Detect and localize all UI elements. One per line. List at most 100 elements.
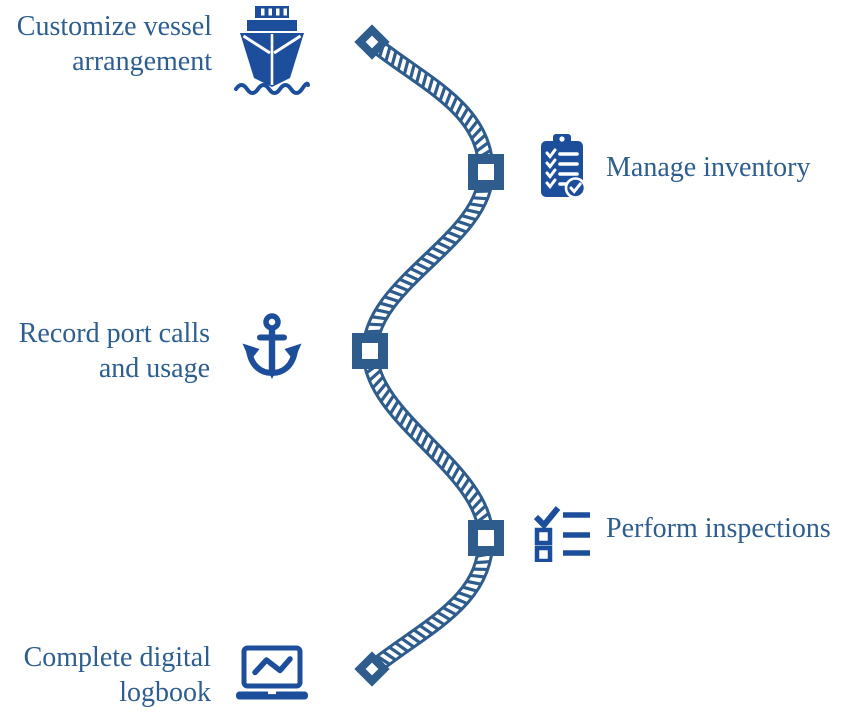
rope-strand	[438, 85, 447, 102]
rope-strand	[382, 650, 397, 661]
rope-strand	[394, 406, 404, 421]
rope-strand	[474, 560, 491, 565]
rope-strand	[473, 504, 487, 517]
rope-strand	[451, 225, 468, 234]
rope-strand	[436, 241, 452, 251]
step-label-customize-vessel-arrangement: Customize vessel arrangement	[0, 9, 212, 79]
rope-strand	[470, 126, 483, 140]
rope-strand	[419, 624, 434, 636]
rope-strand	[409, 63, 416, 80]
rope-strand	[436, 611, 452, 621]
rope-strand	[455, 471, 466, 487]
rope-strand	[400, 637, 415, 649]
rope-strand	[384, 394, 395, 409]
rope-strand	[365, 329, 382, 334]
rope-strand	[440, 454, 451, 470]
rope-strand	[388, 289, 404, 298]
label-line: arrangement	[72, 46, 212, 77]
rope-strand	[475, 141, 490, 153]
step-label-record-port-calls: Record port calls and usage	[0, 316, 210, 386]
ship-icon	[234, 2, 310, 96]
rope-strand	[433, 81, 441, 97]
inspection-checklist-icon	[533, 506, 591, 562]
label-line: and usage	[98, 353, 210, 384]
rope-strand	[452, 596, 468, 605]
rope-strand	[467, 490, 480, 505]
rope-strand	[406, 633, 421, 644]
anchor-icon	[242, 312, 302, 386]
rope-strand	[427, 76, 435, 93]
label-line: logbook	[119, 677, 211, 708]
rope-strand	[374, 308, 391, 315]
label-line: Record port calls	[18, 318, 210, 349]
step-label-perform-inspections: Perform inspections	[606, 513, 831, 544]
rope-marker-square-center	[362, 343, 378, 359]
rope-strand	[457, 591, 473, 599]
rope-strand	[370, 315, 388, 321]
rope-strand	[425, 438, 435, 454]
rope-strand	[444, 90, 453, 107]
rope-strand	[415, 67, 422, 84]
rope-marker-square-center	[478, 164, 494, 180]
rope-strand	[456, 219, 473, 228]
rope-strand	[430, 615, 446, 626]
rope-strand	[442, 606, 457, 616]
rope-strand	[409, 422, 419, 438]
rope-strand	[367, 322, 384, 327]
rope-strand	[398, 278, 414, 287]
rope-strand	[375, 382, 388, 396]
rope-strand	[379, 388, 391, 403]
rope-strand	[368, 369, 382, 382]
rope-strand	[471, 497, 484, 511]
rope-strand	[425, 251, 441, 261]
rope-strand	[413, 628, 427, 640]
rope-strand	[435, 449, 445, 465]
step-label-manage-inventory: Manage inventory	[606, 152, 811, 183]
rope-strand	[420, 256, 436, 266]
rope-strand	[465, 579, 482, 586]
rope-strand	[459, 477, 471, 493]
rope-strand	[459, 107, 470, 122]
rope-strand	[463, 113, 475, 128]
rope-strand	[425, 620, 440, 631]
rope-strand	[467, 119, 479, 134]
rope-strand	[441, 236, 457, 245]
rope-strand	[445, 460, 456, 476]
rope-strand	[446, 230, 463, 240]
label-line: Complete digital	[23, 642, 211, 673]
rope-strand	[431, 246, 447, 256]
rope-strand	[463, 484, 475, 498]
rope-strand	[404, 417, 414, 432]
rope-strand	[449, 96, 459, 112]
rope-strand	[468, 202, 485, 208]
rope-strand	[447, 601, 463, 611]
rope-strand	[420, 433, 429, 449]
rope-strand	[414, 261, 430, 271]
clipboard-checklist-icon	[540, 134, 586, 200]
rope-strand	[421, 72, 428, 88]
rope-strand	[472, 196, 489, 201]
rope-strand	[404, 272, 420, 282]
rope-strand	[379, 301, 395, 309]
rope-strand	[388, 646, 403, 657]
rope-strand	[396, 55, 404, 71]
rope-strand	[465, 208, 482, 215]
rope-strand	[399, 411, 409, 427]
rope-strand	[461, 214, 477, 222]
rope-marker-diamond	[354, 651, 390, 687]
rope-strand	[384, 46, 392, 62]
rope-marker-diamond	[354, 24, 390, 60]
rope-strand	[461, 585, 478, 593]
rope-strand	[450, 466, 461, 481]
rope-strand	[409, 267, 425, 277]
rope-strand	[454, 101, 464, 117]
rope-marker-square-center	[478, 530, 494, 546]
rope-strand	[393, 283, 409, 292]
rope-strand	[469, 573, 486, 579]
rope-strand	[402, 59, 410, 76]
step-label-complete-digital-logbook: Complete digital logbook	[0, 640, 211, 710]
rope-strand	[389, 400, 400, 415]
laptop-chart-icon	[235, 645, 309, 702]
